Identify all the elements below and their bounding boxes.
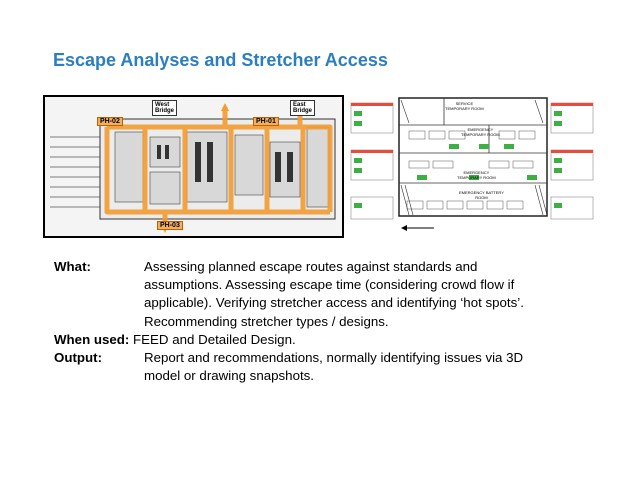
output-row: Output: Report and recommendations, norma…: [54, 349, 614, 367]
output-label: Output:: [54, 350, 102, 366]
stretcher-access-plan-drawing: [350, 97, 594, 231]
what-row: What: Assessing planned escape routes aga…: [54, 258, 614, 276]
escape-route-plan: West Bridge East Bridge PH-02 PH-01 PH-0…: [43, 95, 344, 238]
what-line-3: applicable). Verifying stretcher access …: [144, 295, 524, 311]
when-row: When used: FEED and Detailed Design.: [54, 331, 614, 349]
west-bridge-label: West Bridge: [152, 100, 178, 116]
what-line-1: Assessing planned escape routes against …: [144, 259, 478, 274]
emergency-room-label-1: EMERGENCY TEMPORARY ROOM: [461, 127, 500, 137]
ph03-tag: PH-03: [157, 221, 183, 230]
ph02-tag: PH-02: [97, 117, 123, 126]
when-label: When used:: [54, 331, 130, 347]
when-text: FEED and Detailed Design.: [129, 331, 296, 347]
stretcher-access-plan: SERVICE TEMPORARY ROOM EMERGENCY TEMPORA…: [349, 95, 595, 234]
emergency-room-label-2: EMERGENCY TEMPORARY ROOM: [457, 170, 496, 180]
output-line-1: Report and recommendations, normally ide…: [144, 350, 524, 366]
escape-route-plan-drawing: [45, 97, 342, 236]
service-room-label: SERVICE TEMPORARY ROOM: [445, 101, 484, 111]
battery-room-label: EMERGENCY BATTERY ROOM: [459, 190, 504, 200]
ph01-tag: PH-01: [253, 117, 279, 126]
output-line-2: model or drawing snapshots.: [144, 368, 314, 384]
what-line-4: Recommending stretcher types / designs.: [144, 313, 389, 329]
description-block: What: Assessing planned escape routes aga…: [54, 258, 614, 385]
what-label: What:: [54, 259, 91, 274]
east-bridge-label: East Bridge: [290, 100, 316, 116]
slide-title: Escape Analyses and Stretcher Access: [53, 50, 388, 70]
what-line-2: assumptions. Assessing escape time (cons…: [144, 277, 515, 293]
